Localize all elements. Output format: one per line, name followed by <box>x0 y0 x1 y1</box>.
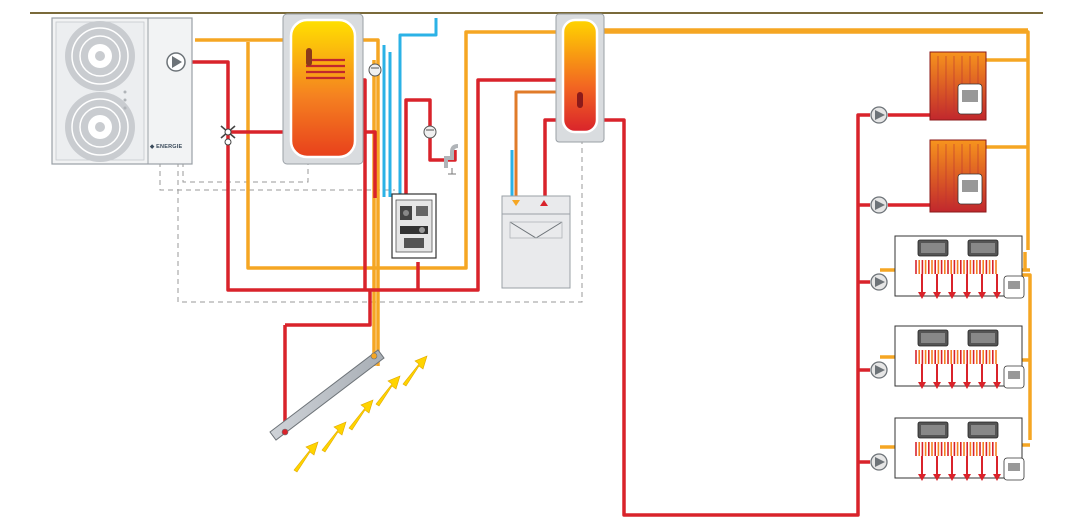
circulation-pump-icon <box>870 106 888 124</box>
down-heat-arrow-icon <box>963 474 971 481</box>
convector-unit <box>894 235 1025 299</box>
sun-arrow-icon <box>293 441 319 473</box>
mixed-pipes <box>514 90 570 198</box>
down-heat-arrow-icon <box>933 382 941 389</box>
indoor-unit <box>501 195 571 289</box>
solar-collector <box>269 349 385 441</box>
sun-arrows <box>293 355 428 473</box>
heat-pump-unit: ◆ ENERGIE <box>51 17 193 165</box>
circulation-pump-icon <box>870 361 888 379</box>
sun-arrow-icon <box>402 355 428 387</box>
hot-water-tank <box>282 13 364 165</box>
down-heat-arrow-icon <box>918 382 926 389</box>
three-way-valve-icon <box>220 125 236 146</box>
air-vent-icon <box>444 144 459 168</box>
fan-icon <box>65 21 135 91</box>
circulation-pump-icon <box>870 453 888 471</box>
down-heat-arrow-icon <box>993 474 1001 481</box>
hydraulic-module <box>391 193 437 259</box>
down-heat-arrow-icon <box>918 474 926 481</box>
down-heat-arrow-icon <box>993 382 1001 389</box>
convector-unit <box>894 417 1025 481</box>
down-heat-arrow-icon <box>918 292 926 299</box>
down-heat-arrow-icon <box>948 382 956 389</box>
control-wiring <box>159 130 583 303</box>
down-heat-arrow-icon <box>978 474 986 481</box>
brand-label: ◆ ENERGIE <box>149 143 182 150</box>
down-heat-arrow-icon <box>933 292 941 299</box>
down-heat-arrow-icon <box>933 474 941 481</box>
radiator <box>929 51 987 121</box>
down-heat-arrow-icon <box>948 292 956 299</box>
circulation-pump-icon <box>870 273 888 291</box>
down-heat-arrow-icon <box>978 382 986 389</box>
radiator <box>929 139 987 213</box>
down-heat-arrow-icon <box>963 292 971 299</box>
thermostat-icon <box>368 63 382 77</box>
circulation-pump-icon <box>166 52 186 72</box>
sun-arrow-icon <box>348 399 374 431</box>
down-heat-arrow-icon <box>948 474 956 481</box>
convector-units <box>894 235 1025 481</box>
distribution-pumps <box>870 106 888 471</box>
down-heat-arrow-icon <box>993 292 1001 299</box>
cold-water-pipes <box>382 18 514 198</box>
convector-unit <box>894 325 1025 389</box>
fan-icon <box>65 92 135 162</box>
down-heat-arrow-icon <box>963 382 971 389</box>
down-heat-arrow-icon <box>978 292 986 299</box>
buffer-tank <box>555 13 605 143</box>
thermostat-icon <box>423 125 437 139</box>
sun-arrow-icon <box>375 375 401 407</box>
sun-arrow-icon <box>321 421 347 453</box>
circulation-pump-icon <box>870 196 888 214</box>
